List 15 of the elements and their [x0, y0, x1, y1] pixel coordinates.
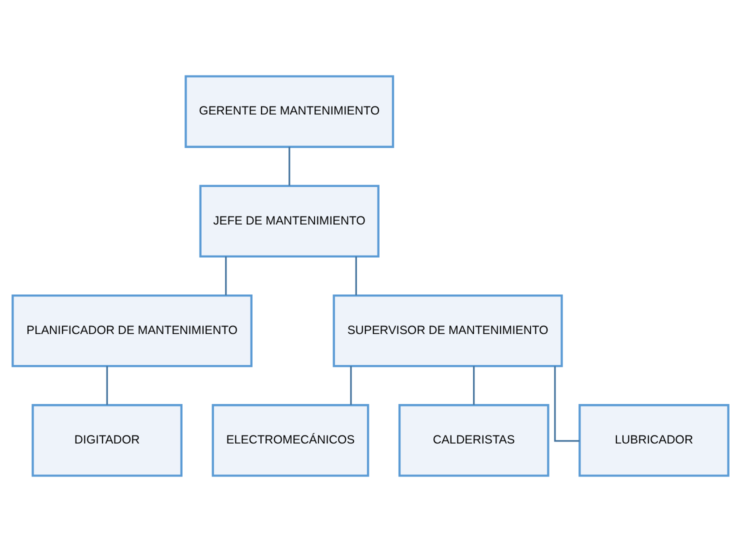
connector	[473, 366, 475, 405]
connector	[106, 366, 108, 405]
node-box: ELECTROMECÁNICOS	[212, 404, 370, 477]
connector	[355, 256, 357, 296]
node-box: PLANIFICADOR DE MANTENIMIENTO	[12, 294, 252, 368]
connector	[350, 366, 352, 405]
node-box: JEFE DE MANTENIMIENTO	[199, 184, 380, 258]
node-box: LUBRICADOR	[578, 404, 730, 477]
node-box: DIGITADOR	[32, 404, 182, 477]
connector	[225, 256, 227, 296]
connector	[554, 366, 580, 442]
node-box: SUPERVISOR DE MANTENIMIENTO	[332, 294, 563, 368]
node-box: CALDERISTAS	[398, 404, 550, 477]
connector	[288, 146, 290, 186]
node-box: GERENTE DE MANTENIMIENTO	[184, 75, 394, 148]
